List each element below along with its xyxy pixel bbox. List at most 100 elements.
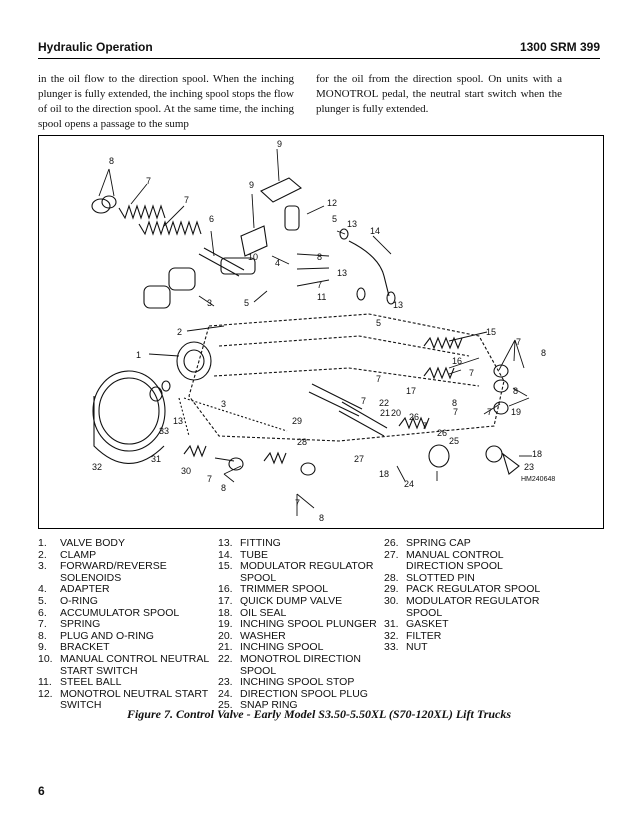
spring-upper-left bbox=[118, 204, 166, 220]
callout-7: 7 bbox=[146, 176, 151, 186]
legend-item: 24. DIRECTION SPOOL PLUG bbox=[218, 687, 408, 701]
legend-item: 33. NUT bbox=[384, 642, 574, 654]
body-text-left: in the oil flow to the direction spool. … bbox=[38, 73, 294, 130]
callout-22: 22 bbox=[379, 398, 389, 408]
legend-text: CLAMP bbox=[60, 548, 97, 561]
callout-18: 18 bbox=[379, 469, 389, 479]
legend-number: 32. bbox=[384, 629, 399, 642]
legend-number: 11. bbox=[38, 676, 52, 689]
callout-5: 5 bbox=[332, 214, 337, 224]
callout-10: 10 bbox=[248, 252, 258, 262]
legend-text: DIRECTION SPOOL PLUG bbox=[240, 687, 368, 700]
legend-text: INCHING SPOOL STOP bbox=[240, 676, 355, 689]
legend-number: 18. bbox=[218, 606, 233, 619]
callout-7: 7 bbox=[184, 195, 189, 205]
legend-text: MODULATOR REGULATOR bbox=[240, 560, 374, 573]
legend-text: GASKET bbox=[406, 618, 449, 631]
exploded-view-drawing: 9 8 7 7 9 12 6 5 13 14 10 4 8 13 7 11 3 … bbox=[91, 139, 555, 523]
legend-item: 28.SLOTTED PIN bbox=[384, 571, 574, 585]
legend-item: 11. STEEL BALL bbox=[38, 677, 228, 689]
legend-text: FITTING bbox=[240, 537, 281, 549]
callout-31: 31 bbox=[151, 454, 161, 464]
document-code: 1300 SRM 399 bbox=[519, 40, 600, 54]
callout-8: 8 bbox=[513, 386, 518, 396]
legend-text: STEEL BALL bbox=[60, 676, 122, 689]
legend-number: 14. bbox=[218, 548, 233, 561]
legend-text: SWITCH bbox=[60, 699, 102, 712]
callout-9: 9 bbox=[249, 180, 254, 190]
legend-item: 27.MANUAL CONTROL bbox=[384, 548, 574, 562]
figure-caption: Figure 7. Control Valve - Early Model S3… bbox=[126, 707, 512, 721]
legend-text: SPOOL bbox=[240, 571, 277, 584]
legend-item: 23. INCHING SPOOL STOP bbox=[218, 677, 408, 689]
legend-number: 8. bbox=[38, 629, 47, 642]
legend-item: 32.FILTER bbox=[384, 629, 574, 643]
legend-number: 9. bbox=[38, 641, 47, 654]
legend-number: 29. bbox=[384, 583, 399, 596]
section-title: Hydraulic Operation bbox=[38, 40, 153, 54]
legend-text: VALVE BODY bbox=[60, 537, 125, 549]
callout-7: 7 bbox=[317, 280, 322, 290]
control-valve-exploded-view: 9 8 7 7 9 12 6 5 13 14 10 4 8 13 7 11 3 … bbox=[38, 135, 604, 529]
legend-item: 25.SNAP RING bbox=[218, 700, 408, 712]
bracket bbox=[260, 177, 302, 203]
legend-number: 33. bbox=[384, 641, 399, 654]
callout-11: 11 bbox=[317, 292, 326, 302]
callout-4: 4 bbox=[275, 258, 280, 268]
callout-7: 7 bbox=[516, 337, 521, 347]
legend-item: 6.ACCUMULATOR SPOOL bbox=[38, 607, 228, 620]
legend-item: START SWITCH bbox=[38, 665, 228, 678]
legend-text: BRACKET bbox=[60, 641, 110, 654]
legend-item: 18. OIL SEAL bbox=[218, 606, 408, 620]
callout-7: 7 bbox=[453, 407, 458, 417]
legend-item: 9. BRACKET bbox=[38, 642, 228, 654]
legend-number: 23. bbox=[218, 676, 233, 689]
legend-number: 31. bbox=[384, 618, 399, 631]
legend-text: TRIMMER SPOOL bbox=[240, 583, 329, 596]
drawing-code: HM240648 bbox=[521, 476, 555, 483]
callout-7: 7 bbox=[487, 407, 492, 417]
callout-7: 7 bbox=[207, 474, 212, 484]
legend-number: 12. bbox=[38, 687, 53, 700]
callout-8: 8 bbox=[221, 483, 226, 493]
callout-7: 7 bbox=[422, 421, 427, 431]
callout-32: 32 bbox=[92, 462, 102, 472]
legend-item: 3.FORWARD/REVERSE bbox=[38, 561, 228, 573]
legend-number: 13. bbox=[218, 537, 233, 549]
legend-text: OIL SEAL bbox=[240, 606, 287, 619]
callout-6: 6 bbox=[209, 214, 214, 224]
legend-number: 4. bbox=[38, 583, 47, 596]
legend-item: 14.TUBE bbox=[218, 548, 408, 562]
callout-3: 3 bbox=[207, 298, 212, 308]
legend-number: 28. bbox=[384, 571, 399, 584]
body-text-right: for the oil from the direction spool. On… bbox=[316, 73, 562, 115]
legend-text: PACK REGULATOR SPOOL bbox=[406, 583, 541, 596]
legend-item: 13. FITTING bbox=[218, 537, 408, 550]
legend-text: MANUAL CONTROL NEUTRAL bbox=[60, 652, 210, 665]
legend-number: 1. bbox=[38, 537, 47, 549]
legend-number: 27. bbox=[384, 548, 399, 561]
callout-17: 17 bbox=[406, 386, 416, 396]
callout-7: 7 bbox=[376, 374, 381, 384]
callout-23: 23 bbox=[524, 462, 534, 472]
header-rule bbox=[38, 58, 600, 59]
legend-item: 31. GASKET bbox=[384, 619, 574, 631]
callout-13: 13 bbox=[173, 416, 183, 426]
legend-text: NUT bbox=[406, 641, 428, 654]
legend-item: 30.MODULATOR REGULATOR bbox=[384, 595, 574, 608]
legend-text: QUICK DUMP VALVE bbox=[240, 594, 343, 607]
legend-item: SPOOL bbox=[218, 571, 408, 585]
legend-text: PLUG AND O-RING bbox=[60, 629, 154, 642]
legend-number: 24. bbox=[218, 687, 233, 700]
callout-19: 19 bbox=[511, 407, 521, 417]
callout-3: 3 bbox=[221, 399, 226, 409]
legend-number: 5. bbox=[38, 594, 47, 607]
callout-33: 33 bbox=[159, 426, 169, 436]
legend-text: MONOTROL NEUTRAL START bbox=[60, 687, 209, 700]
legend-text: O-RING bbox=[60, 594, 98, 607]
legend-text: SNAP RING bbox=[240, 699, 298, 712]
legend-text: WASHER bbox=[240, 629, 286, 642]
callout-15: 15 bbox=[486, 327, 496, 337]
